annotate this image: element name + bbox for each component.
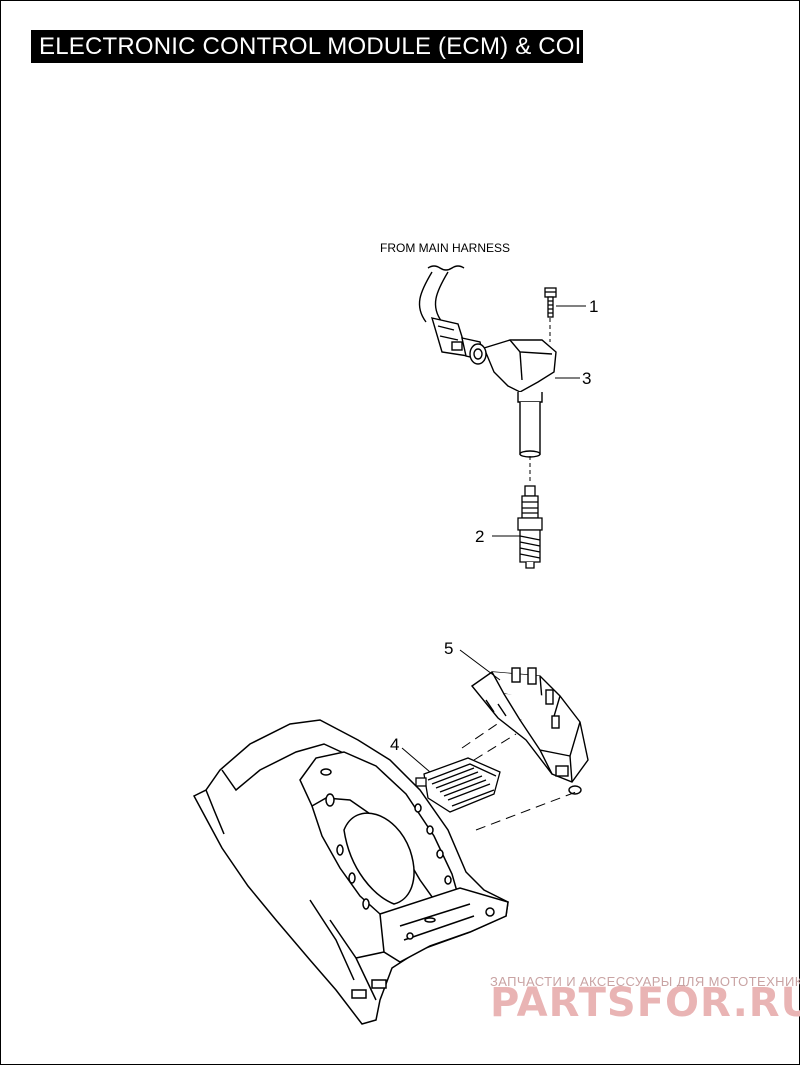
spark-plug (517, 485, 543, 569)
callout-5: 5 (444, 639, 453, 658)
callout-2: 2 (475, 527, 484, 546)
ecm-module (415, 757, 501, 813)
watermark-brand: PARTSFOR.RU (490, 980, 800, 1026)
watermark-tagline: ЗАПЧАСТИ И АКСЕССУАРЫ ДЛЯ МОТОТЕХНИКИ (490, 974, 800, 989)
ecm-holder (470, 667, 589, 795)
bolt (544, 287, 557, 318)
callout-1: 1 (589, 297, 598, 316)
harness-label: FROM MAIN HARNESS (380, 241, 510, 255)
ignition-coil (469, 339, 557, 458)
callout-4: 4 (390, 735, 399, 754)
fender-support (192, 719, 509, 1025)
harness-wire (418, 265, 465, 323)
callout-3: 3 (582, 369, 591, 388)
page-title: ELECTRONIC CONTROL MODULE (ECM) & COIL (39, 33, 596, 60)
title-bar: ELECTRONIC CONTROL MODULE (ECM) & COIL (31, 30, 595, 63)
leader-4 (401, 747, 431, 773)
leader-5 (459, 649, 501, 681)
